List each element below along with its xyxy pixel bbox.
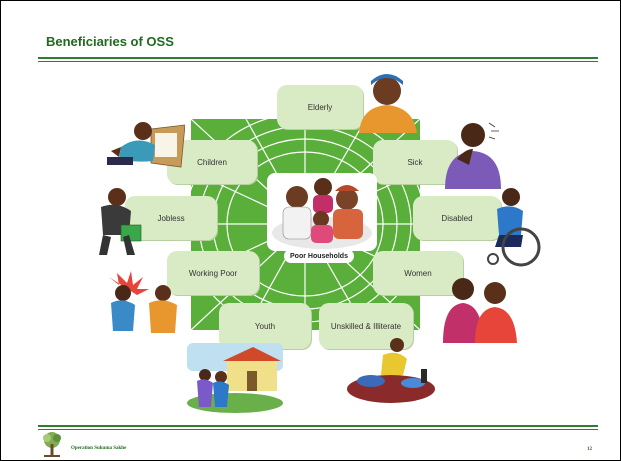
node-working-poor: Working Poor bbox=[167, 251, 259, 295]
node-women: Women bbox=[373, 251, 463, 295]
footer-rule bbox=[38, 425, 598, 427]
node-sick: Sick bbox=[373, 140, 457, 184]
node-label: Unskilled & Illiterate bbox=[330, 321, 402, 331]
node-label: Working Poor bbox=[188, 268, 238, 278]
header-rule-thin bbox=[38, 61, 598, 62]
footer-text: Operation Sukuma Sakhe bbox=[71, 446, 127, 451]
slide-title: Beneficiaries of OSS bbox=[46, 34, 174, 49]
node-label: Jobless bbox=[157, 213, 185, 223]
node-label: Women bbox=[404, 268, 432, 278]
jobless-illustration bbox=[99, 188, 142, 255]
youth-illustration bbox=[187, 343, 283, 413]
tree-logo-icon bbox=[43, 432, 61, 457]
page-number: 12 bbox=[587, 447, 592, 452]
center-label: Poor Households bbox=[284, 249, 354, 263]
node-disabled: Disabled bbox=[413, 196, 501, 240]
disabled-illustration bbox=[487, 188, 541, 267]
node-label: Elderly bbox=[307, 102, 333, 112]
node-label: Youth bbox=[254, 321, 276, 331]
node-label: Disabled bbox=[441, 213, 473, 223]
sick-illustration bbox=[445, 122, 501, 189]
family-illustration bbox=[267, 173, 377, 251]
child-illustration bbox=[107, 122, 185, 168]
node-label: Children bbox=[197, 157, 227, 167]
working-poor-illustration bbox=[109, 271, 177, 333]
node-elderly: Elderly bbox=[277, 85, 363, 129]
footer-rule-thin bbox=[38, 429, 598, 430]
header-rule bbox=[38, 57, 598, 59]
elderly-illustration bbox=[359, 74, 417, 133]
node-label: Sick bbox=[407, 157, 423, 167]
women-illustration bbox=[443, 278, 517, 343]
unskilled-illustration bbox=[347, 338, 435, 403]
node-youth: Youth bbox=[219, 303, 311, 349]
